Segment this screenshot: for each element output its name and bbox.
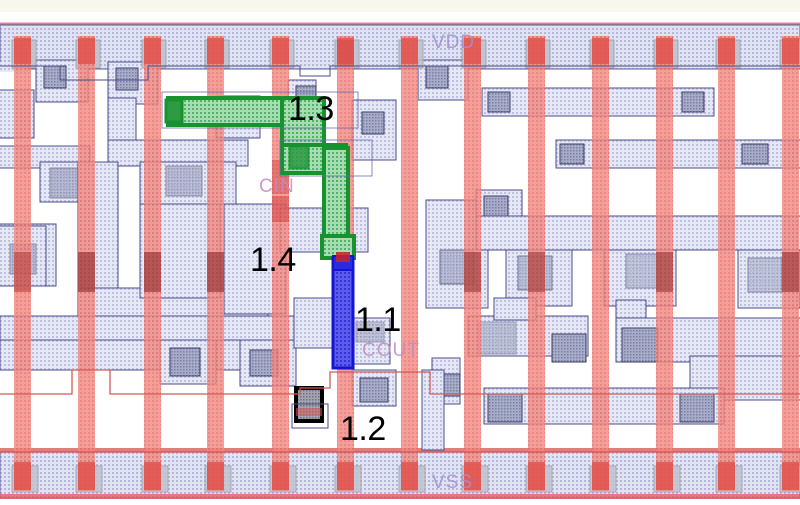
- poly-column-top-cap-10: [592, 38, 609, 64]
- poly-column-bottom-cap-12: [718, 462, 735, 490]
- annotation-1-3: 1.3: [288, 90, 334, 128]
- annotation-1-1: 1.1: [355, 301, 401, 339]
- poly-column-top-cap-9: [528, 38, 545, 64]
- poly-column-bottom-cap-3: [144, 462, 161, 490]
- poly-column-bottom-cap-13: [782, 462, 799, 490]
- net-label-cout: COUT: [362, 340, 420, 361]
- poly-column-top-cap-8: [464, 38, 481, 64]
- poly-column-top-cap-1: [14, 38, 31, 64]
- poly-column-bottom-cap-9: [528, 462, 545, 490]
- blue-selected-net[interactable]: [331, 252, 355, 370]
- poly-column-bottom-cap-5: [272, 462, 289, 490]
- poly-column-bottom-cap-1: [14, 462, 31, 490]
- poly-column-top-cap-12: [718, 38, 735, 64]
- poly-column-top-cap-11: [656, 38, 673, 64]
- net-label-cin: CIN: [259, 176, 295, 197]
- poly-column-top-cap-13: [782, 38, 799, 64]
- top-margin-strip: [0, 0, 800, 12]
- poly-column-bottom-cap-7: [401, 462, 418, 490]
- poly-column-top-cap-2: [78, 38, 95, 64]
- poly-column-bottom-cap-4: [207, 462, 224, 490]
- annotation-1-2: 1.2: [340, 410, 386, 448]
- net-label-vss: VSS: [432, 472, 474, 493]
- poly-column-10[interactable]: [592, 36, 609, 491]
- poly-column-12[interactable]: [718, 36, 735, 491]
- poly-column-top-cap-5: [272, 38, 289, 64]
- poly-column-top-cap-4: [207, 38, 224, 64]
- poly-column-top-cap-3: [144, 38, 161, 64]
- metal2-green-route[interactable]: [164, 96, 356, 260]
- green-route-underlying-m1: [161, 91, 373, 177]
- cell-boundary-outlines: [0, 23, 800, 453]
- poly-column-bottom-cap-2: [78, 462, 95, 490]
- net-label-vdd: VDD: [432, 32, 476, 53]
- poly-column-bottom-cap-11: [656, 462, 673, 490]
- annotation-1-4: 1.4: [250, 241, 296, 279]
- poly-column-bottom-cap-10: [592, 462, 609, 490]
- poly-column-top-cap-7: [401, 38, 418, 64]
- poly-column-7[interactable]: [401, 36, 418, 491]
- poly-column-bottom-cap-8: [464, 462, 481, 490]
- poly-column-bottom-cap-6: [337, 462, 354, 490]
